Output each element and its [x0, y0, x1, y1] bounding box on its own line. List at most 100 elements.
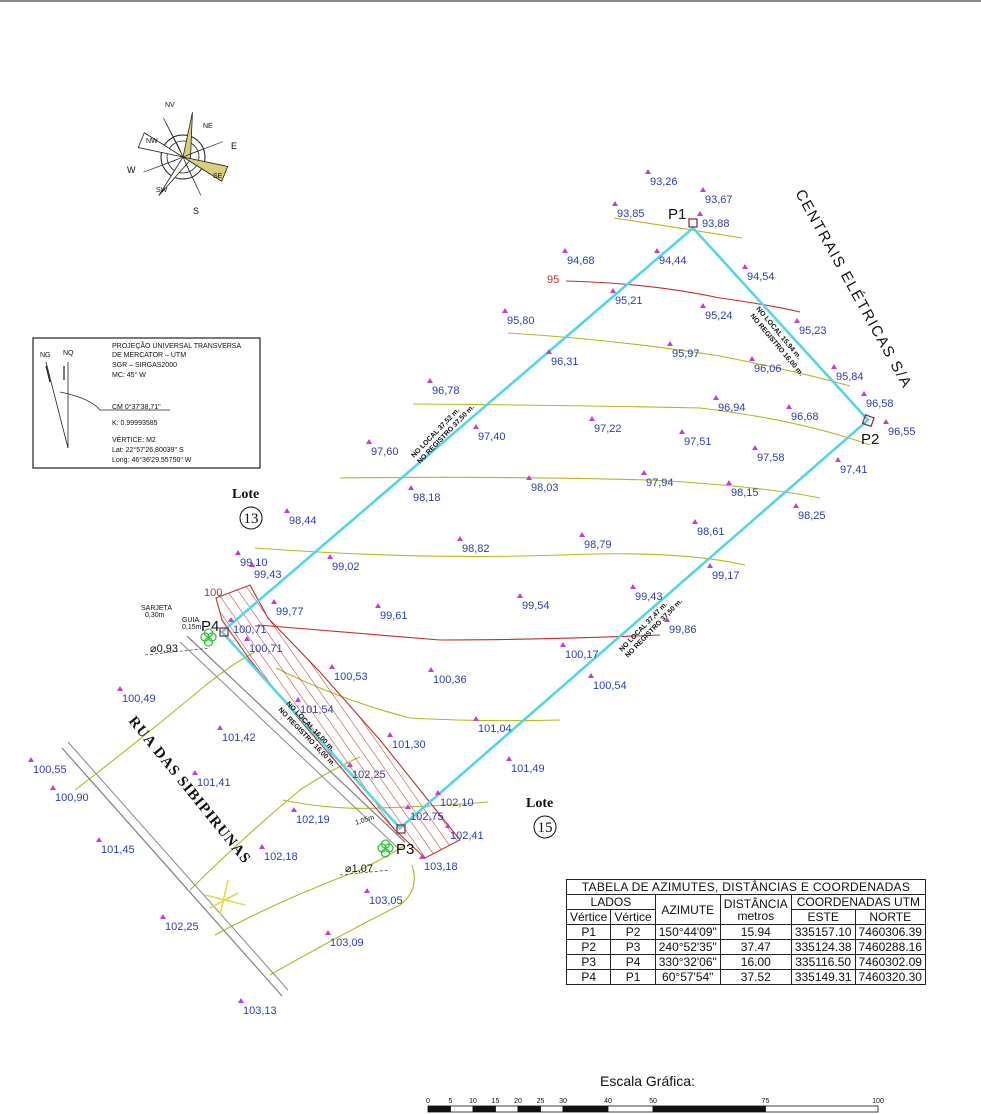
proj-line3: SGR – SIRGAS2000 [112, 362, 177, 369]
scale-tick-label: 5 [449, 1098, 453, 1105]
scale-segment [607, 1105, 654, 1113]
spot-elevation: 101,41 [197, 777, 231, 789]
proj-line2: DE MERCATOR – UTM [112, 352, 186, 359]
vertex-marker-p2 [861, 414, 875, 428]
spot-elevation: 103,09 [330, 937, 364, 949]
spot-elevation: 97,60 [371, 446, 399, 458]
spot-elevation: 98,25 [798, 510, 826, 522]
spot-elevation: 99,86 [669, 624, 697, 636]
spot-elevation: 103,05 [369, 895, 403, 907]
cell-from: P1 [565, 924, 612, 940]
spot-marker [327, 554, 333, 559]
spot-marker [473, 716, 479, 721]
vertex-p4: P4 [201, 618, 219, 635]
spot-marker [713, 395, 719, 400]
scale-tick-label: 50 [649, 1098, 657, 1105]
contour-lines [74, 217, 871, 976]
cell-distancia: 37.47 [719, 939, 792, 955]
table-header-este: ESTE [790, 909, 856, 925]
proj-cm: CM 0°37'38,71" [112, 403, 161, 411]
table-header-coords: COORDENADAS UTM [790, 894, 926, 910]
spot-marker [28, 757, 34, 762]
spot-marker [502, 308, 508, 313]
scale-tick-label: 0 [426, 1098, 430, 1105]
table-row: P3 P4 330°32'06" 16.00 335116.50 7460302… [565, 954, 926, 970]
spot-marker [295, 697, 301, 702]
spot-elevation: 97,22 [594, 423, 622, 435]
spot-marker [347, 762, 353, 767]
spot-marker [641, 470, 647, 475]
cell-este: 335124.38 [790, 939, 856, 955]
proj-line1: PROJEÇÃO UNIVERSAL TRANSVERSA [112, 341, 241, 350]
spot-elevation: 98,61 [697, 526, 725, 538]
spot-elevation: 103,18 [424, 861, 458, 873]
cell-to: P4 [610, 954, 656, 970]
spot-marker [228, 617, 234, 622]
spot-elevation: 102,10 [440, 797, 474, 809]
cell-to: P3 [610, 939, 656, 955]
scale-tick-label: 25 [537, 1098, 545, 1105]
spot-elevation: 100,71 [249, 643, 283, 655]
spot-marker [664, 617, 670, 622]
spot-elevation: 93,67 [705, 194, 733, 206]
spot-marker [387, 732, 393, 737]
scale-segment [472, 1105, 496, 1113]
spot-marker [249, 562, 255, 567]
spot-marker [284, 508, 290, 513]
lot-15-label: Lote [526, 796, 553, 811]
scale-tick-label: 100 [872, 1098, 884, 1105]
proj-nq: NQ [63, 350, 74, 357]
sarjeta-width: 0,30m [145, 612, 165, 619]
scale-segment [652, 1105, 766, 1113]
lot-15-circle [533, 815, 557, 839]
cell-from: P3 [565, 954, 612, 970]
spot-elevation: 101,45 [101, 844, 135, 856]
scale-tick-label: 30 [559, 1098, 567, 1105]
spot-elevation: 99,43 [635, 591, 663, 603]
spot-marker [742, 264, 748, 269]
spot-marker [700, 303, 706, 308]
spot-elevation: 98,44 [289, 515, 317, 527]
compass-e: E [231, 141, 237, 151]
table-header-azimute: AZIMUTE [654, 894, 721, 925]
spot-elevation: 95,97 [672, 348, 700, 360]
spot-elevation: 102,25 [165, 921, 199, 933]
street-edges [61, 635, 406, 997]
cell-norte: 7460320.30 [854, 969, 926, 985]
lot-15-number: 15 [538, 820, 553, 836]
table-header-norte: NORTE [854, 909, 926, 925]
spot-marker [375, 603, 381, 608]
cell-from: P4 [565, 969, 612, 985]
compass-s: S [193, 206, 199, 216]
spot-marker [435, 790, 441, 795]
spot-marker [526, 475, 532, 480]
spot-elevation: 94,54 [747, 271, 775, 283]
ng-line [45, 361, 69, 449]
contour-100-label: 100 [204, 587, 222, 599]
utility-marker [204, 879, 246, 916]
vertex-marker-p1 [688, 218, 698, 228]
spot-elevation: 101,54 [300, 704, 334, 716]
spot-marker [786, 404, 792, 409]
spot-marker [589, 416, 595, 421]
cell-norte: 7460302.09 [854, 954, 926, 970]
scale-tick-label: 20 [514, 1098, 522, 1105]
spot-elevation: 101,42 [222, 732, 256, 744]
spot-marker [546, 349, 552, 354]
spot-elevation: 96,55 [888, 426, 916, 438]
proj-lat: Lat: 22°57'26,80039" S [112, 446, 184, 454]
spot-marker [588, 673, 594, 678]
spot-elevation: 101,30 [392, 739, 426, 751]
spot-elevation: 99,10 [240, 557, 268, 569]
spot-elevation: 100,53 [334, 671, 368, 683]
tree-icon [200, 628, 217, 647]
cell-azimute: 240°52'35" [654, 939, 721, 955]
spot-elevation: 99,17 [712, 570, 740, 582]
spot-elevation: 97,51 [684, 436, 712, 448]
spot-marker [96, 837, 102, 842]
spot-elevation: 96,94 [718, 402, 746, 414]
proj-line4: MC: 45° W [112, 371, 146, 379]
spot-marker [291, 807, 297, 812]
scale-segment [495, 1105, 519, 1113]
